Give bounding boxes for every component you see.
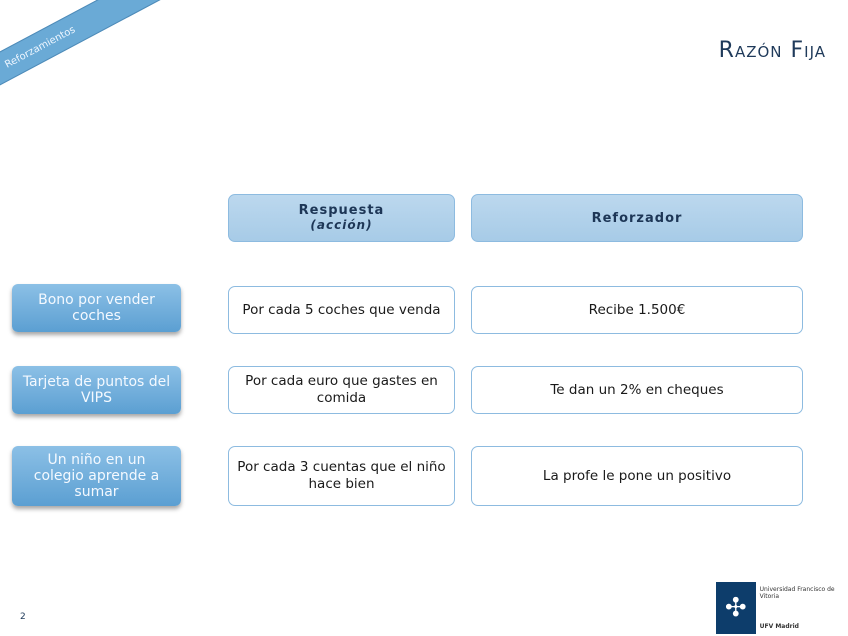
header-respuesta: Respuesta (acción) xyxy=(228,194,455,242)
header-reforzador: Reforzador xyxy=(471,194,803,242)
row-respuesta: Por cada 5 coches que venda xyxy=(228,286,455,334)
row-label: Bono por vender coches xyxy=(12,284,181,332)
logo-sub: UFV Madrid xyxy=(759,623,799,630)
logo-name: Universidad Francisco de Vitoria xyxy=(759,586,835,600)
slide-title: Razón Fija xyxy=(718,38,826,63)
row-respuesta: Por cada euro que gastes en comida xyxy=(228,366,455,414)
ribbon-label: Reforzamientos xyxy=(3,23,78,71)
row-reforzador: Recibe 1.500€ xyxy=(471,286,803,334)
row-label: Un niño en un colegio aprende a sumar xyxy=(12,446,181,506)
header-reforzador-label: Reforzador xyxy=(591,210,683,226)
row-reforzador: La profe le pone un positivo xyxy=(471,446,803,506)
page-number: 2 xyxy=(20,612,26,622)
row-respuesta: Por cada 3 cuentas que el niño hace bien xyxy=(228,446,455,506)
logo-mark-icon: ✣ xyxy=(716,582,756,634)
header-respuesta-label: Respuesta xyxy=(298,203,385,218)
row-reforzador: Te dan un 2% en cheques xyxy=(471,366,803,414)
section-ribbon: Reforzamientos xyxy=(0,0,171,89)
row-label: Tarjeta de puntos del VIPS xyxy=(12,366,181,414)
header-respuesta-sub: (acción) xyxy=(310,218,373,232)
